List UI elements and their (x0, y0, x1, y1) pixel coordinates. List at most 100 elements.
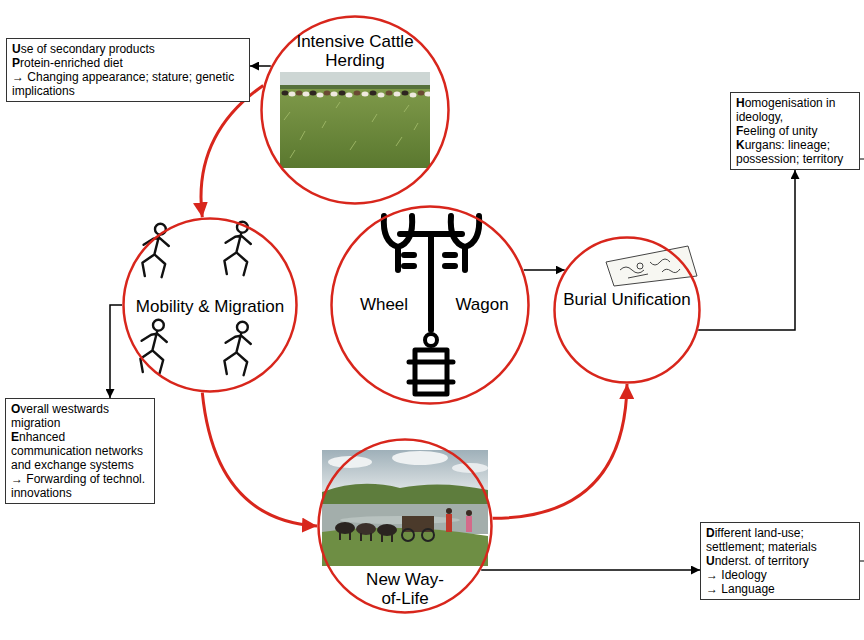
cattle-photo (362, 92, 369, 97)
label-holder: New Way-of-Life (362, 570, 448, 608)
circle-title: Intensive Cattle Herding (285, 32, 425, 70)
note-text: → Ideology (706, 568, 854, 582)
cattle-photo (280, 72, 430, 168)
note-text: Feeling of unity (736, 124, 854, 138)
note-box: Different land-use; settlement; material… (700, 522, 860, 600)
wagon-petroglyph (395, 247, 401, 270)
wagon-photo (446, 508, 452, 514)
wagon-petroglyph (409, 362, 453, 382)
circle-outline (319, 440, 492, 613)
flow-arrow (201, 85, 263, 217)
cattle-photo (331, 92, 338, 97)
theme-circle: Mobility & Migration (122, 217, 298, 393)
label-holder: Wagon (444, 295, 520, 314)
cattle-photo (346, 93, 353, 98)
running-figures (224, 222, 250, 275)
theme-circle: Burial Unification (553, 236, 701, 384)
wagon-petroglyph (428, 234, 434, 330)
cattle-photo (386, 91, 393, 96)
running-figures (140, 320, 166, 373)
link-arrow (481, 569, 700, 571)
note-text: Overall westwards migration (11, 402, 149, 430)
cattle-photo (280, 72, 430, 168)
wagon-petroglyph (445, 255, 455, 266)
note-text: Use of secondary products (12, 42, 244, 56)
cattle-photo (284, 102, 418, 158)
cattle-photo (280, 85, 430, 89)
cattle-photo (402, 91, 409, 96)
label-holder: Intensive Cattle Herding (285, 32, 425, 70)
note-text: Kurgans: lineage; possession; territory (736, 138, 854, 166)
note-text: Different land-use; settlement; material… (706, 526, 854, 554)
label-holder: Mobility & Migration (122, 297, 298, 316)
leader-line (860, 159, 864, 160)
wagon-photo (356, 523, 376, 535)
circle-title: New Way-of-Life (362, 570, 448, 608)
note-box: Overall westwards migrationEnhanced comm… (5, 398, 155, 504)
label-holder: Wheel (352, 295, 416, 314)
note-text: Protein-enriched diet (12, 56, 244, 70)
wagon-photo (377, 524, 397, 536)
cattle-photo (418, 91, 425, 96)
leader-line (860, 561, 864, 562)
circle-outline (553, 236, 701, 384)
circle-title: Mobility & Migration (122, 297, 298, 316)
circle-outline (332, 207, 529, 404)
cattle-photo (282, 91, 289, 96)
cattle-photo (354, 91, 361, 96)
cattle-photo (303, 92, 310, 97)
wagon-photo (466, 516, 472, 532)
cattle-photo (324, 91, 331, 96)
wagon-photo (446, 514, 452, 532)
cattle-photo (370, 91, 377, 96)
label-holder: Burial Unification (553, 290, 701, 309)
cattle-photo (339, 91, 346, 96)
circle-outline (555, 238, 700, 383)
note-text: → Changing appearance; stature; genetic … (12, 70, 244, 98)
cattle-photo (289, 92, 296, 97)
cattle-photo (425, 92, 431, 97)
wagon-photo (335, 522, 355, 534)
leader-line (860, 159, 864, 561)
cattle-photo (410, 93, 417, 98)
wagon-photo (392, 451, 448, 465)
circle-title: Wagon (444, 295, 520, 314)
burial-sketch (620, 256, 682, 278)
flow-arrow (202, 393, 317, 526)
wagon-photo (402, 529, 414, 541)
note-box: Homogenisation in ideology,Feeling of un… (730, 92, 860, 170)
link-arrow (250, 65, 271, 67)
note-text: → Language (706, 582, 854, 596)
note-text: → Forwarding of technol. innovations (11, 472, 149, 500)
link-arrow (110, 305, 122, 398)
cattle-photo (394, 92, 401, 97)
cattle-photo (296, 91, 303, 96)
wagon-photo (322, 450, 488, 566)
cattle-photo (280, 72, 430, 86)
theme-circle: New Way-of-Life (317, 438, 493, 614)
link-arrow (698, 170, 795, 330)
cattle-photo (310, 91, 317, 96)
note-text: Enhanced communication networks and exch… (11, 430, 149, 472)
circle-outline (262, 17, 449, 204)
wagon-petroglyph (462, 247, 468, 270)
wagon-photo (340, 516, 460, 524)
wagon-photo (466, 510, 472, 516)
wagon-petroglyph (425, 334, 437, 346)
circle-title: Burial Unification (553, 290, 701, 309)
note-text: Homogenisation in ideology, (736, 96, 854, 124)
note-text: Underst. of territory (706, 554, 854, 568)
burial-sketch (637, 263, 643, 269)
cattle-photo (317, 93, 324, 98)
note-box: Use of secondary productsProtein-enriche… (6, 38, 250, 102)
flow-arrow (493, 384, 627, 518)
wagon-petroglyph (415, 350, 447, 394)
circle-title: Wheel (352, 295, 416, 314)
cattle-photo (378, 93, 385, 98)
wagon-petroglyph (404, 255, 414, 266)
theme-circle: Intensive Cattle Herding (260, 15, 450, 205)
link-arrow (524, 269, 565, 271)
central-circle: Wheel Wagon (330, 205, 530, 405)
running-figures (224, 322, 250, 375)
